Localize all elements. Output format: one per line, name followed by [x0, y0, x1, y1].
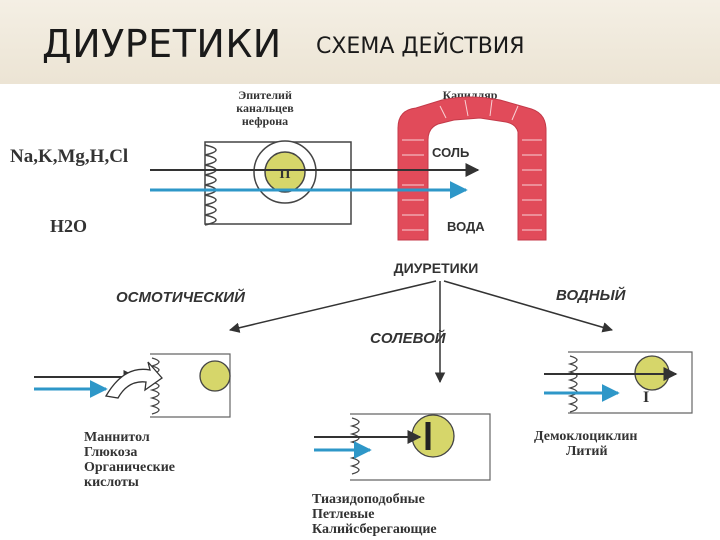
- diuretics-diagram: Эпителий канальцев нефрона Капилляр Na,K…: [10, 88, 693, 537]
- brush-border: [204, 144, 217, 226]
- arrow-to-water-type: [443, 280, 614, 333]
- water-type-example-2: Литий: [566, 444, 608, 459]
- water-block-symbol: I: [643, 389, 649, 406]
- saline-example-3: Калийсберегающие: [312, 522, 437, 537]
- saline-example-1: Тиазидоподобные: [312, 492, 425, 507]
- osmotic-example-4: кислоты: [84, 475, 139, 490]
- epithelium-label-line2: канальцев: [236, 101, 294, 115]
- water-type-label: ВОДНЫЙ: [556, 286, 627, 304]
- ions-label: Na,K,Mg,H,Cl: [10, 146, 128, 167]
- water-type-example-1: Демоклоциклин: [534, 429, 637, 444]
- epithelium-label-line3: нефрона: [242, 114, 288, 128]
- saline-label: СОЛЕВОЙ: [370, 329, 447, 347]
- capillary-texture: [402, 99, 542, 231]
- osmotic-mechanism: [34, 353, 231, 418]
- pump-label: П: [280, 167, 291, 182]
- osmotic-example-2: Глюкоза: [84, 445, 137, 460]
- saline-mechanism: [314, 413, 491, 481]
- osmotic-example-3: Органические: [84, 460, 175, 475]
- water-type-mechanism: I: [544, 351, 693, 414]
- pump-core: [264, 151, 306, 193]
- slide-subtitle: СХЕМА ДЕЙСТВИЯ: [316, 34, 525, 59]
- water-label: H2O: [50, 216, 87, 236]
- slide-header: ДИУРЕТИКИ СХЕМА ДЕЙСТВИЯ: [0, 0, 720, 84]
- slide-title: ДИУРЕТИКИ: [42, 22, 282, 66]
- osmotic-label: ОСМОТИЧЕСКИЙ: [116, 288, 246, 306]
- epithelium-label-line1: Эпителий: [238, 88, 292, 102]
- arrow-to-osmotic: [228, 280, 437, 333]
- center-diuretics-label: ДИУРЕТИКИ: [394, 260, 479, 276]
- capillary-wall: [397, 96, 547, 241]
- saline-example-2: Петлевые: [312, 507, 374, 522]
- salt-label: СОЛЬ: [432, 145, 469, 160]
- water-out-label: ВОДА: [447, 219, 485, 234]
- osmotic-example-1: Маннитол: [84, 430, 150, 445]
